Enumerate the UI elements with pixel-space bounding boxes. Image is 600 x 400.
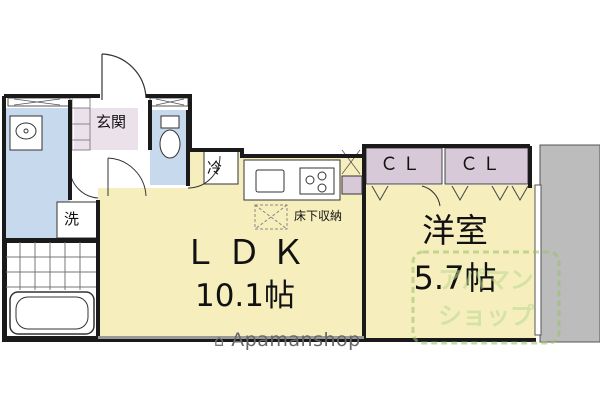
fridge-label: 冷	[207, 159, 223, 177]
closet-1-label: ＣＬ	[380, 154, 424, 175]
kitchen-counter	[243, 159, 341, 201]
entrance-door-icon	[101, 53, 147, 100]
closet-2-label: ＣＬ	[460, 154, 504, 175]
western-room-name: 洋室	[422, 211, 488, 250]
underfloor-storage-box	[254, 204, 288, 230]
underfloor-storage-label: 床下収納	[294, 209, 343, 223]
bathroom	[5, 241, 99, 338]
ldk-name: ＬＤＫ	[183, 233, 315, 273]
watermark-bar	[98, 336, 364, 339]
washer-label: 洗	[64, 210, 80, 228]
svg-text:アパマン: アパマン	[438, 266, 534, 294]
washbasin-icon	[9, 115, 43, 151]
toilet-icon	[159, 115, 181, 159]
bathtub-icon	[9, 291, 95, 335]
balcony	[539, 144, 600, 343]
closet-2	[444, 147, 529, 185]
ldk-size: 10.1帖	[194, 278, 296, 314]
house-logo-icon: ⌂	[214, 331, 225, 350]
walls	[2, 94, 536, 342]
genkan-label: 玄関	[96, 113, 127, 131]
watermark-text: Apamanshop	[231, 329, 361, 351]
western-room-size: 5.7帖	[413, 259, 497, 297]
closet-1	[365, 147, 443, 185]
sink-icon	[255, 169, 285, 193]
apamanshop-watermark: ⌂ Apamanshop	[214, 329, 361, 351]
svg-text:ショップ: ショップ	[438, 302, 535, 330]
stove-icon	[299, 167, 335, 195]
fridge-space	[203, 149, 239, 185]
washer-space	[56, 201, 98, 239]
apamanshop-stamp-logo: アパマン ショップ	[411, 250, 561, 345]
western-room-floor	[366, 185, 536, 340]
genkan-tint	[74, 108, 138, 150]
